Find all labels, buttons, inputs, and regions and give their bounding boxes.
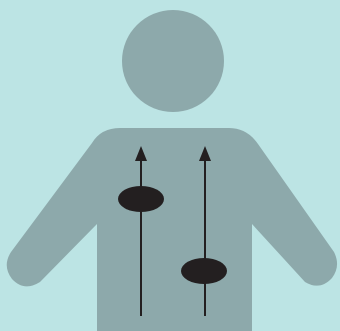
head-circle (122, 10, 224, 112)
right-marker (181, 258, 227, 284)
left-marker (118, 186, 164, 212)
